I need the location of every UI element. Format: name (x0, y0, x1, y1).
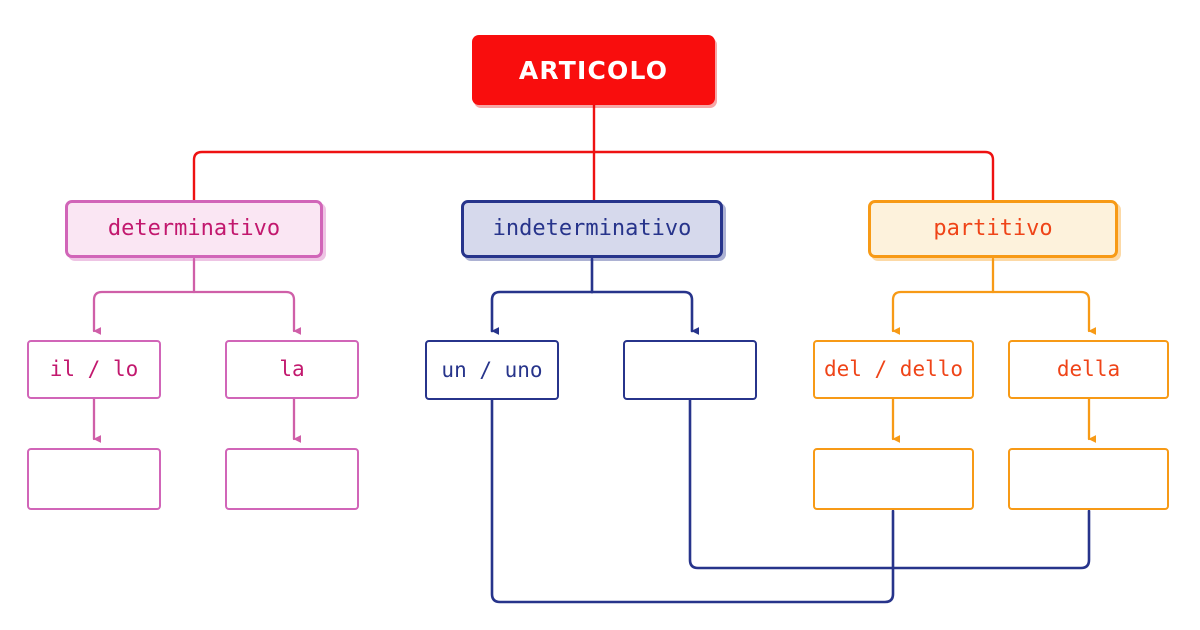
node-indeterminativo-label: indeterminativo (492, 216, 692, 241)
node-un-uno-label: un / uno (441, 357, 543, 382)
node-partitivo-label: partitivo (933, 216, 1053, 241)
connector-partitivo (891, 257, 1096, 443)
connector-indeterminativo (490, 257, 1091, 604)
node-la[interactable]: la (225, 340, 359, 399)
node-determinativo[interactable]: determinativo (65, 200, 323, 258)
node-della-plural[interactable] (1008, 448, 1169, 510)
node-la-plural[interactable] (225, 448, 359, 510)
node-del-dello-plural[interactable] (813, 448, 974, 510)
node-indeterminativo[interactable]: indeterminativo (461, 200, 723, 258)
connector-determinativo (92, 257, 301, 443)
node-il-lo-plural[interactable] (27, 448, 161, 510)
node-del-dello[interactable]: del / dello (813, 340, 974, 399)
node-della-label: della (1056, 357, 1121, 381)
node-la-label: la (279, 357, 305, 381)
node-una-blank[interactable] (623, 340, 757, 400)
node-articolo[interactable]: ARTICOLO (472, 35, 715, 105)
node-determinativo-label: determinativo (107, 216, 281, 241)
connector-root-to-branches (192, 103, 995, 202)
node-il-lo-label: il / lo (49, 357, 139, 381)
node-articolo-label: ARTICOLO (518, 55, 669, 85)
node-del-dello-label: del / dello (823, 357, 964, 381)
node-partitivo[interactable]: partitivo (868, 200, 1118, 258)
node-della[interactable]: della (1008, 340, 1169, 399)
node-un-uno[interactable]: un / uno (425, 340, 559, 400)
node-il-lo[interactable]: il / lo (27, 340, 161, 399)
